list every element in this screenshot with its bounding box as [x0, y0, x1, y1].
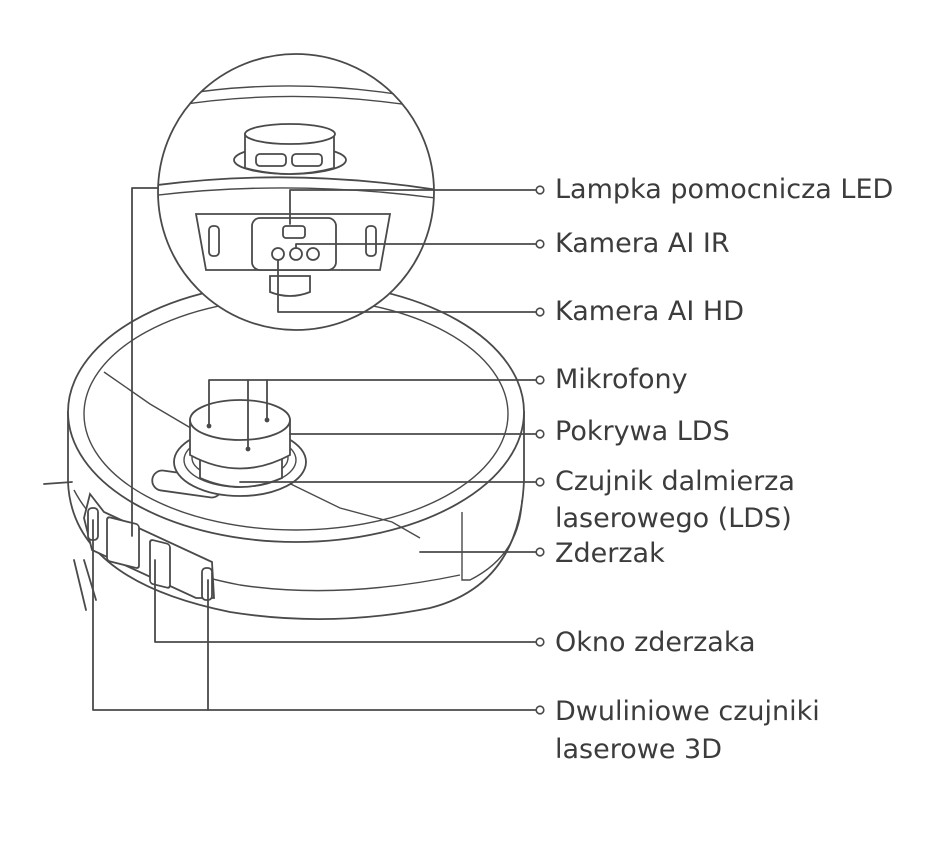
- label-microphones: Mikrofony: [555, 364, 688, 395]
- label-bumper-window: Okno zderzaka: [555, 627, 756, 658]
- top-panel-line: [103, 371, 421, 539]
- label-lds-sensor-line1: Czujnik dalmierza: [555, 466, 795, 497]
- mag-led: [282, 225, 306, 239]
- mag-hd-camera: [271, 247, 285, 261]
- lds-cover-top: [189, 399, 291, 441]
- mag-lds-window: [255, 153, 287, 167]
- bumper-window-right: [149, 539, 171, 589]
- leader-lines: [92, 185, 545, 715]
- bumper-window-shape: [106, 516, 140, 569]
- magnifier: [157, 53, 435, 331]
- mag-ir-camera: [289, 247, 303, 261]
- mag-lds-top: [244, 123, 336, 145]
- label-line-laser-line2: laserowe 3D: [555, 734, 722, 765]
- robot-body: [43, 281, 525, 620]
- mag-ir-camera-2: [306, 247, 320, 261]
- label-lds-sensor-line2: laserowego (LDS): [555, 503, 792, 534]
- label-lds-cover: Pokrywa LDS: [555, 416, 730, 447]
- mag-body-line-2: [158, 187, 434, 201]
- mag-lower-part: [269, 275, 311, 297]
- mag-sensor-left: [208, 225, 220, 257]
- label-ai-hd-camera: Kamera AI HD: [555, 296, 745, 327]
- label-bumper: Zderzak: [555, 538, 665, 569]
- mag-sensor-right: [365, 225, 377, 257]
- label-ai-ir-camera: Kamera AI IR: [555, 228, 730, 259]
- side-brush: [43, 481, 97, 611]
- mag-lds-window-2: [291, 153, 323, 167]
- mag-body-line: [158, 176, 434, 193]
- bumper-notch: [461, 499, 523, 581]
- label-line-laser-line1: Dwuliniowe czujniki: [555, 696, 820, 727]
- label-led-assist-light: Lampka pomocnicza LED: [555, 174, 894, 205]
- laser-sensor-right: [201, 567, 213, 601]
